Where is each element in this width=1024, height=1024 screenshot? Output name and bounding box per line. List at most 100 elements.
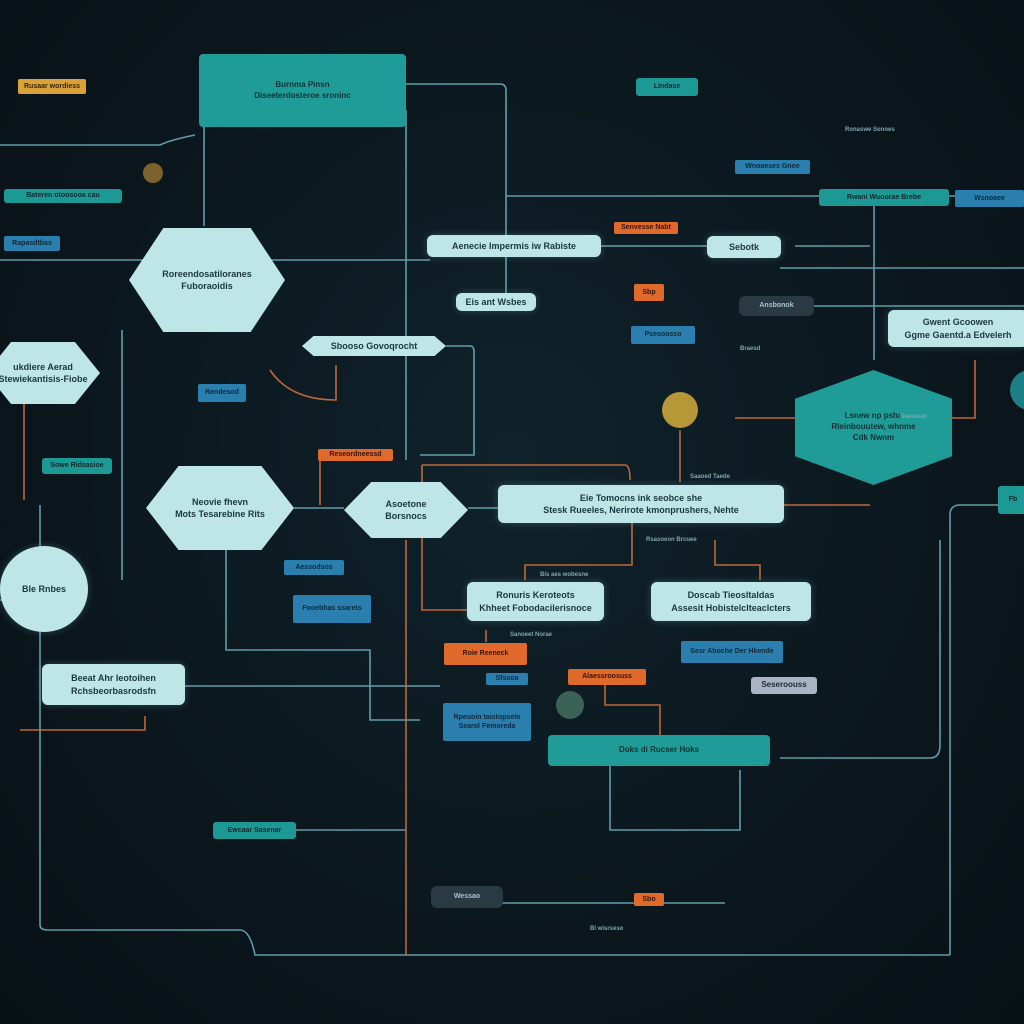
diagram-node[interactable]: Bateren otoosooa cau	[4, 189, 122, 203]
diagram-node[interactable]: Doks di Rucser Hoks	[548, 735, 770, 766]
diagram-node[interactable]: Sbooso Govoqrocht	[302, 336, 446, 356]
gear-icon	[662, 392, 698, 428]
node-label: Sfssoa	[495, 675, 519, 683]
node-label: Doscab Tieosltaldas	[687, 590, 775, 601]
node-label: Burnma Pinsn	[275, 79, 330, 89]
node-label: Aenecie Impermis iw Rabiste	[451, 240, 577, 251]
node-label: Neovie fhevn	[191, 496, 249, 507]
node-label: Eis ant Wsbes	[465, 296, 527, 307]
node-label: Sesr Aboche Der Hkende	[690, 648, 774, 656]
annotation-text: Rsasoeon Brcuee	[646, 537, 697, 543]
diagram-node[interactable]: Eis ant Wsbes	[456, 293, 536, 311]
node-label: Rchsbeorbasrodsfn	[70, 685, 157, 696]
diagram-node[interactable]: Psesoosso	[631, 326, 695, 344]
node-label: Psesoosso	[644, 331, 682, 339]
node-label: Ewcaar Sasenar	[227, 826, 282, 834]
node-label: Rendesod	[205, 389, 239, 397]
diagram-node[interactable]: Aenecie Impermis iw Rabiste	[427, 235, 601, 257]
connector	[780, 540, 941, 759]
node-label: Sbp	[642, 288, 656, 296]
diagram-node[interactable]: Lindase	[636, 78, 698, 96]
annotation-text: Bl wisrseso	[590, 926, 624, 932]
diagram-node[interactable]: Seseroouss	[751, 677, 817, 694]
node-label: Lindase	[653, 83, 681, 91]
node-label: Roreendosatiloranes	[162, 268, 252, 279]
node-label: Diseeterdosteroe sroninc	[254, 90, 351, 100]
diagram-node[interactable]: Fooebhas ssarets	[293, 595, 371, 623]
node-label: Ggme Gaentd.a Edvelerh	[904, 329, 1012, 340]
node-label: Eie Tomocns ink seobce she	[579, 492, 703, 503]
diagram-node[interactable]: Aessodsos	[284, 560, 344, 575]
node-icon	[556, 691, 584, 719]
annotation-text: Saaoed Taede	[690, 474, 730, 480]
diagram-node[interactable]: Sfssoa	[486, 673, 528, 685]
diagram-node[interactable]: Rapasdtbas	[4, 236, 60, 251]
diagram-node[interactable]: Sowe Ridsasioe	[42, 458, 112, 474]
connector	[524, 523, 633, 580]
node-label: Wessao	[453, 893, 481, 901]
diagram-node[interactable]: Sebotk	[707, 236, 781, 258]
connector	[225, 550, 420, 721]
diagram-node[interactable]: Fb	[998, 486, 1024, 514]
diagram-node[interactable]: Roie Reeneck	[444, 643, 527, 665]
diagram-node[interactable]: Ewcaar Sasenar	[213, 822, 296, 839]
diagram-node[interactable]: Wsnoaee	[955, 190, 1024, 207]
connector	[406, 83, 507, 300]
node-label: Rleinbouutew, whnme	[831, 422, 916, 432]
node-label: Sbo	[642, 895, 656, 903]
node-label: ukdiere Aerad	[13, 361, 73, 372]
diagram-node[interactable]: Sesr Aboche Der Hkende	[681, 641, 783, 663]
node-label: Sbooso Govoqrocht	[330, 340, 418, 351]
node-label: Ble Rnbes	[21, 583, 66, 594]
badge-icon	[143, 163, 163, 183]
node-label: Ronuris Keroteots	[496, 590, 575, 601]
diagram-node[interactable]: Sbp	[634, 284, 664, 301]
node-label: Ansbonok	[759, 302, 794, 310]
node-label: Alaessroosuss	[582, 673, 632, 681]
node-label: Senvesse Nabt	[621, 224, 671, 232]
diagram-node[interactable]: Senvesse Nabt	[614, 222, 678, 234]
diagram-node[interactable]: Reseordneessd	[318, 449, 393, 461]
diagram-node[interactable]: Alaessroosuss	[568, 669, 646, 685]
node-label: Gwent Gcoowen	[922, 317, 994, 328]
diagram-node[interactable]: Ansbonok	[739, 296, 814, 316]
node-label: Rpeuoin taistopseio	[453, 713, 521, 721]
connector	[20, 716, 146, 731]
node-label: Roie Reeneck	[462, 650, 509, 658]
node-label: Aessodsos	[295, 563, 333, 571]
node-label: Beeat Ahr Ieotoihen	[71, 673, 156, 684]
node-label: Cdk Nwnm	[852, 432, 895, 442]
node-label: Fooebhas ssarets	[302, 605, 362, 613]
annotation-text: Braesd	[740, 346, 761, 352]
diagram-node[interactable]: Ble Rnbes	[0, 546, 88, 632]
node-label: Borsnocs	[385, 511, 427, 521]
connector	[609, 766, 741, 831]
diagram-node[interactable]: Rwani Wuoorae Brebe	[819, 189, 949, 206]
connector	[714, 540, 761, 580]
diagram-node[interactable]: Rendesod	[198, 384, 246, 402]
node-label: Fb	[1008, 496, 1018, 504]
node-label: Wsnoaee	[974, 194, 1005, 202]
node-label: Sebotk	[728, 241, 759, 252]
connector	[949, 504, 1000, 955]
node-label: Fuboraoidis	[181, 281, 233, 291]
node-label: Reseordneessd	[329, 451, 382, 459]
diagram-node[interactable]: Wessao	[431, 886, 503, 908]
annotation-text: Ronaswe Sonoes	[845, 127, 895, 133]
diagram-node[interactable]: Rusaar wordiess	[18, 79, 86, 94]
node-label: Bateren otoosooa cau	[26, 192, 100, 200]
diagram-node[interactable]: Sbo	[634, 893, 664, 906]
node-label: Stesk Rueeles, Nerirote kmonprushers, Ne…	[543, 505, 739, 515]
diagram-node[interactable]: Wnoaeses Gnoe	[735, 160, 810, 174]
